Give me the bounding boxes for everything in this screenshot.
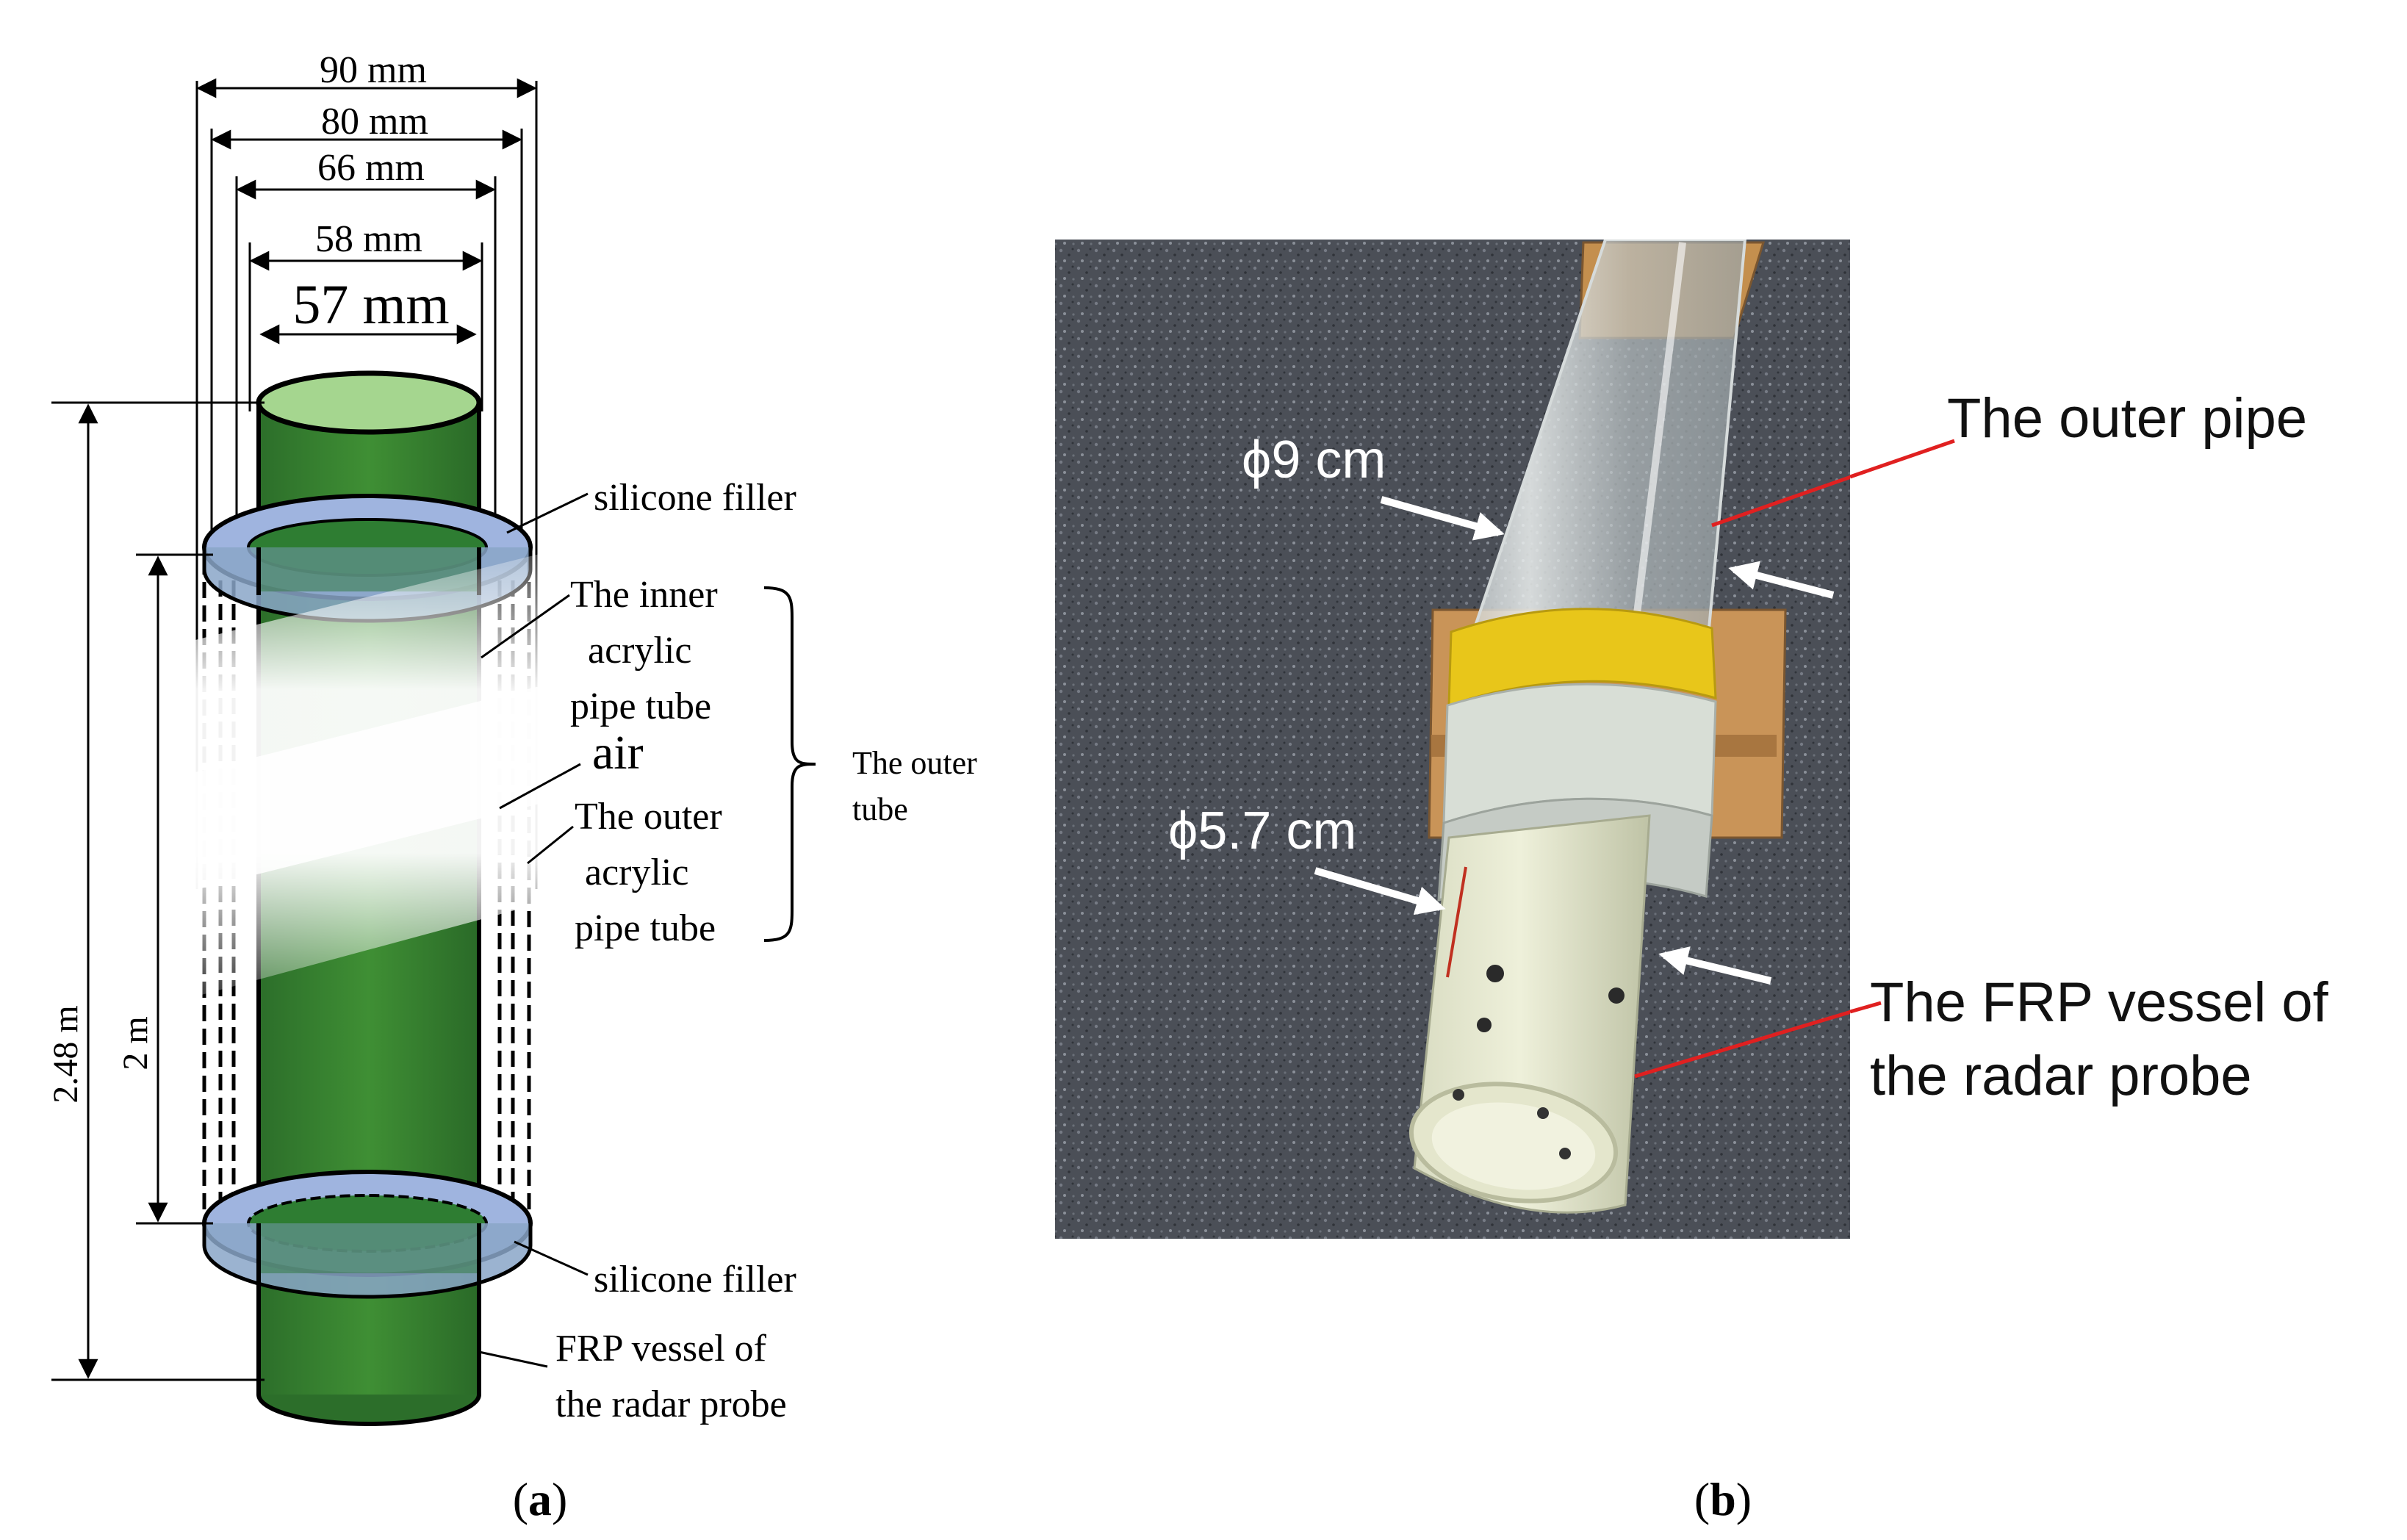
vent-hole (1608, 987, 1625, 1004)
label-air: air (592, 726, 644, 780)
dim-label-57: 57 mm (292, 274, 449, 336)
leader-silicone-top (506, 492, 589, 534)
vessel-top (256, 370, 482, 435)
label-silicone-top: silicone filler (594, 477, 796, 519)
break-fog (22, 500, 757, 1043)
screw (1453, 1089, 1464, 1101)
screw (1537, 1107, 1549, 1119)
caption-a: (a) (513, 1473, 568, 1525)
red-leader-outer-pipe (1711, 475, 1850, 528)
leader-lines (478, 492, 816, 1368)
arrow-inner-right (1658, 946, 1772, 985)
label-silicone-bottom: silicone filler (594, 1259, 796, 1300)
label-frp-2: the radar probe (555, 1384, 787, 1425)
vessel-bottom (256, 1394, 481, 1426)
label-inner-tube-3: pipe tube (570, 686, 711, 727)
label-inner-tube-1: The inner (570, 574, 718, 616)
label-frp-1: FRP vessel of (555, 1328, 767, 1370)
label-outer-group-2: tube (852, 791, 908, 827)
arrow-outer-left (1380, 496, 1505, 541)
leader-outer-tube (527, 825, 574, 865)
label-outer-tube-1: The outer (575, 796, 722, 838)
caption-b: (b) (1694, 1473, 1752, 1525)
dim-label-80: 80 mm (321, 101, 428, 143)
panel-a: 90 mm 80 mm 66 mm 58 mm 57 mm (22, 49, 977, 1525)
screw (1559, 1148, 1571, 1159)
label-outer-tube-2: acrylic (585, 852, 688, 893)
red-marking (1446, 866, 1467, 978)
height-label-inner: 2 m (116, 1016, 155, 1070)
outer-tube-brace (763, 586, 816, 942)
dim-label-90: 90 mm (320, 49, 427, 91)
silicone-ring-bottom (202, 1170, 533, 1299)
label-outer-diameter: ϕ9 cm (1242, 431, 1386, 489)
label-outer-group-1: The outer (852, 745, 977, 781)
dim-label-66: 66 mm (317, 147, 425, 189)
panel-b: ϕ9 cm ϕ5.7 cm The outer pipe The FRP ves… (1055, 240, 2329, 1525)
label-inner-diameter: ϕ5.7 cm (1168, 802, 1356, 860)
leader-frp (478, 1350, 548, 1368)
dimension-arrows (196, 78, 537, 345)
label-frp-vessel-1: The FRP vessel of (1870, 971, 2329, 1034)
leader-air (499, 763, 581, 810)
height-label-total: 2.48 m (46, 1005, 85, 1103)
leader-inner-tube (481, 594, 570, 659)
photo: ϕ9 cm ϕ5.7 cm (1055, 240, 1850, 1239)
white-arrows (1314, 496, 1835, 985)
vent-hole (1486, 965, 1504, 982)
vent-hole (1477, 1018, 1492, 1032)
label-inner-tube-2: acrylic (588, 630, 691, 672)
yellow-band (1447, 608, 1717, 708)
label-outer-tube-3: pipe tube (575, 907, 716, 949)
label-frp-vessel-2: the radar probe (1870, 1045, 2252, 1107)
dim-label-58: 58 mm (315, 218, 422, 260)
label-outer-pipe: The outer pipe (1947, 387, 2307, 450)
height-dimensions (51, 401, 265, 1381)
leader-silicone-bottom (514, 1240, 589, 1276)
arrow-outer-right (1728, 561, 1835, 599)
red-leader-frp (1634, 1010, 1850, 1079)
arrow-inner-left (1314, 867, 1446, 915)
